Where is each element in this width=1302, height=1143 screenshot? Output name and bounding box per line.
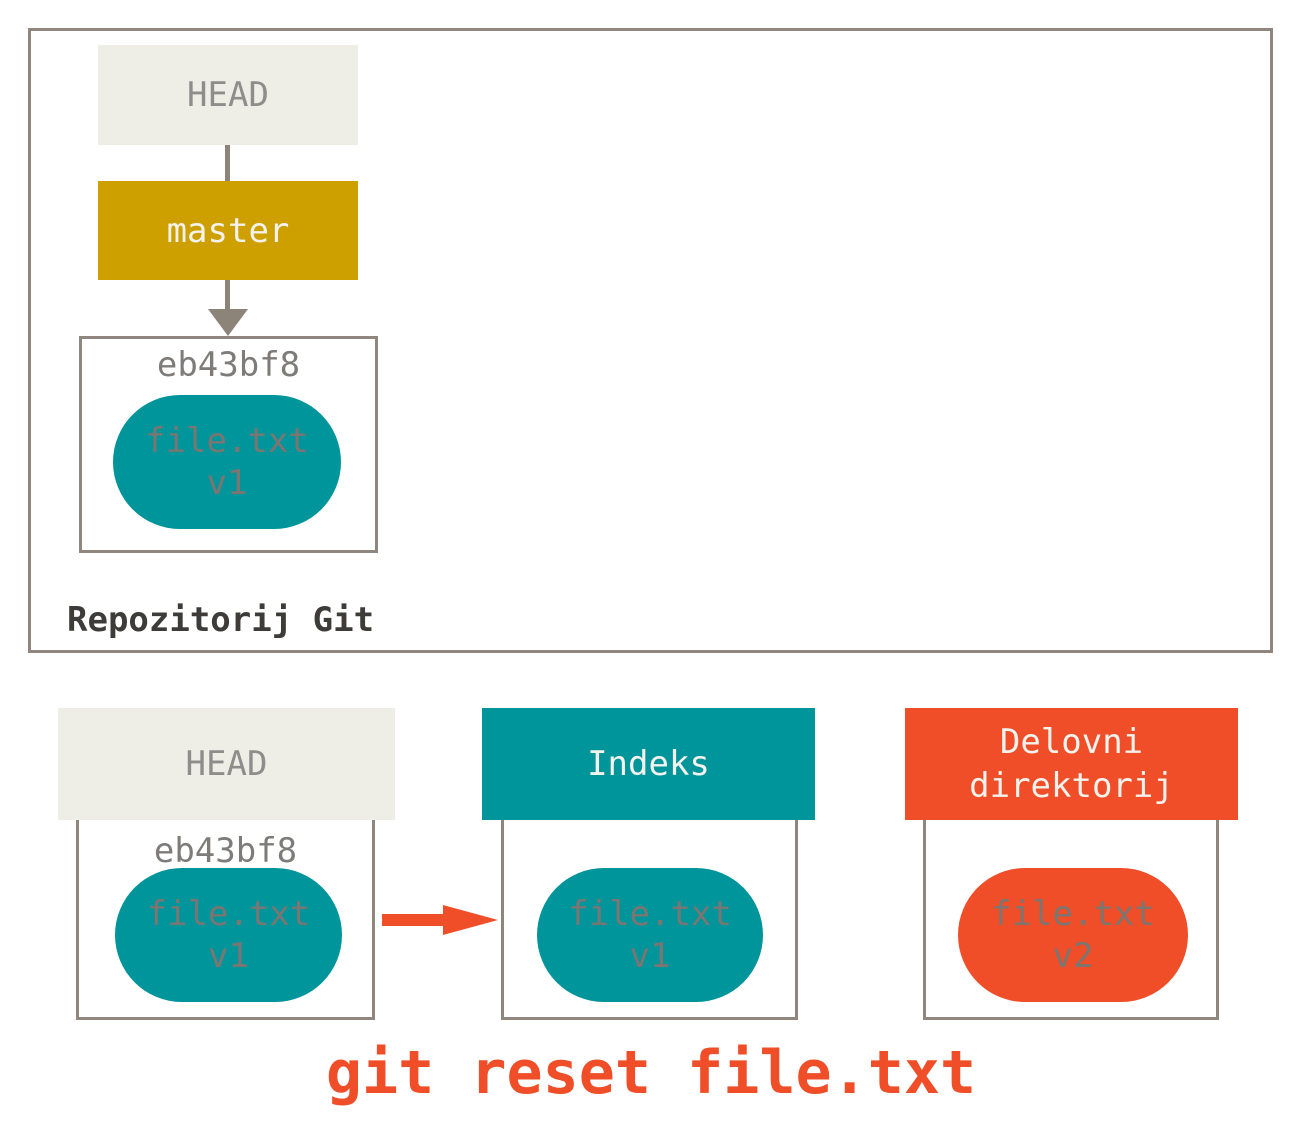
index-column-header: Indeks — [482, 708, 815, 820]
master-branch-label: master — [166, 210, 290, 251]
head-column-box: eb43bf8 file.txt v1 — [76, 812, 375, 1020]
file-version: v1 — [629, 936, 671, 976]
file-name: file.txt — [145, 421, 309, 461]
branch-to-commit-arrow-shaft — [225, 280, 230, 309]
head-column-file-blob: file.txt v1 — [115, 868, 342, 1002]
workdir-column-header-label: Delovni direktorij — [969, 722, 1174, 806]
commit-file-blob: file.txt v1 — [113, 395, 341, 529]
head-column-header: HEAD — [58, 708, 395, 820]
repository-box: HEAD master eb43bf8 file.txt v1 Repozito… — [28, 28, 1273, 653]
repository-label: Repozitorij Git — [67, 600, 375, 640]
workdir-column-file-blob: file.txt v2 — [958, 868, 1188, 1002]
index-column-header-label: Indeks — [587, 744, 710, 784]
file-name: file.txt — [146, 894, 311, 934]
reset-arrow-shaft — [382, 914, 443, 926]
branch-to-commit-arrow-icon — [208, 309, 248, 336]
head-column-commit-id: eb43bf8 — [153, 831, 298, 871]
commit-id: eb43bf8 — [156, 345, 301, 385]
file-name: file.txt — [991, 894, 1155, 934]
file-version: v1 — [208, 936, 249, 976]
reset-arrow-icon — [443, 905, 498, 935]
commit-box: eb43bf8 file.txt v1 — [79, 336, 378, 553]
file-version: v2 — [1052, 936, 1094, 976]
workdir-column-box: file.txt v2 — [923, 812, 1219, 1020]
head-ref-label: HEAD — [187, 75, 269, 115]
head-column-header-label: HEAD — [185, 744, 268, 784]
head-to-branch-connector-line — [225, 145, 230, 181]
file-version: v1 — [206, 463, 248, 503]
command-caption: git reset file.txt — [325, 1038, 977, 1108]
workdir-column-header: Delovni direktorij — [905, 708, 1238, 820]
head-ref-box: HEAD — [98, 45, 358, 145]
index-column-file-blob: file.txt v1 — [537, 868, 763, 1002]
index-column-box: file.txt v1 — [501, 812, 798, 1020]
file-name: file.txt — [568, 894, 732, 934]
master-branch-box: master — [98, 181, 358, 280]
